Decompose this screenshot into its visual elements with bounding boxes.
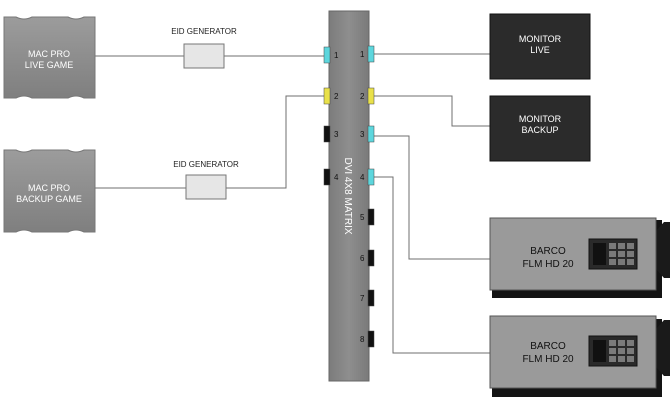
mac-pro-live-game: MAC PRO LIVE GAME bbox=[3, 16, 96, 99]
matrix-output-label-7: 7 bbox=[360, 294, 365, 303]
dvi-matrix-label: DVI 4X8 MATRIX bbox=[342, 157, 353, 234]
source-backup-line2: BACKUP GAME bbox=[16, 194, 82, 204]
dvi-matrix: DVI 4X8 MATRIX 1 2 3 4 1 2 3 4 5 6 7 8 bbox=[323, 10, 375, 382]
monitor-backup-line1: MONITOR bbox=[519, 114, 562, 124]
projector-2-control-panel-icon bbox=[588, 335, 638, 367]
projector-2-line2: FLM HD 20 bbox=[522, 354, 574, 365]
source-chassis-shape bbox=[3, 149, 96, 233]
matrix-output-port-7 bbox=[367, 289, 375, 307]
matrix-output-label-2: 2 bbox=[360, 92, 365, 101]
matrix-output-label-4: 4 bbox=[360, 173, 365, 182]
mac-pro-backup-game: MAC PRO BACKUP GAME bbox=[3, 149, 96, 233]
matrix-output-ports: 1 2 3 4 5 6 7 8 bbox=[360, 45, 375, 348]
matrix-input-ports: 1 2 3 4 bbox=[323, 46, 339, 186]
matrix-input-label-2: 2 bbox=[334, 92, 339, 101]
projector-1-line1: BARCO bbox=[530, 246, 566, 257]
matrix-output-port-1 bbox=[367, 45, 375, 63]
matrix-output-label-5: 5 bbox=[360, 213, 365, 222]
monitor-backup-line2: BACKUP bbox=[521, 125, 558, 135]
source-live-line1: MAC PRO bbox=[28, 49, 70, 59]
monitor-backup: MONITOR BACKUP bbox=[489, 95, 591, 162]
projector-2-line1: BARCO bbox=[530, 341, 566, 352]
projector-barco-1: BARCO FLM HD 20 bbox=[489, 217, 670, 298]
monitor-live-body bbox=[489, 13, 591, 80]
matrix-input-label-1: 1 bbox=[334, 51, 339, 60]
cable-out3-to-projector1 bbox=[373, 135, 490, 260]
eid-generator-top: EID GENERATOR bbox=[171, 27, 237, 69]
cable-out4-to-projector2 bbox=[373, 176, 490, 354]
eid-generator-top-box bbox=[183, 43, 225, 69]
cable-out2-to-monitor-backup bbox=[373, 95, 490, 127]
cables bbox=[95, 53, 490, 354]
eid-generator-bottom: EID GENERATOR bbox=[173, 160, 239, 200]
matrix-output-port-8 bbox=[367, 330, 375, 348]
matrix-output-port-4 bbox=[367, 168, 375, 186]
projector-2-lens bbox=[655, 320, 670, 376]
matrix-output-port-3 bbox=[367, 125, 375, 143]
projector-1-line2: FLM HD 20 bbox=[522, 259, 574, 270]
matrix-input-port-3 bbox=[323, 125, 331, 143]
source-live-line2: LIVE GAME bbox=[25, 60, 74, 70]
projector-barco-2: BARCO FLM HD 20 bbox=[489, 315, 670, 397]
matrix-output-label-6: 6 bbox=[360, 254, 365, 263]
matrix-output-label-3: 3 bbox=[360, 130, 365, 139]
monitor-live-line1: MONITOR bbox=[519, 34, 562, 44]
matrix-input-port-4 bbox=[323, 168, 331, 186]
matrix-input-label-3: 3 bbox=[334, 130, 339, 139]
monitor-backup-body bbox=[489, 95, 591, 162]
matrix-output-label-1: 1 bbox=[360, 50, 365, 59]
source-chassis-shape bbox=[3, 16, 96, 99]
matrix-output-port-6 bbox=[367, 249, 375, 267]
matrix-output-port-5 bbox=[367, 208, 375, 226]
eid-generator-bottom-label: EID GENERATOR bbox=[173, 160, 239, 169]
projector-1-control-panel-icon bbox=[588, 238, 638, 270]
source-backup-line1: MAC PRO bbox=[28, 183, 70, 193]
cable-eid2-to-matrix-in2 bbox=[226, 95, 325, 189]
eid-generator-bottom-box bbox=[185, 174, 227, 200]
dvi-matrix-body bbox=[328, 10, 370, 382]
matrix-output-port-2 bbox=[367, 87, 375, 105]
matrix-input-port-1 bbox=[323, 46, 331, 64]
matrix-input-port-2 bbox=[323, 87, 331, 105]
matrix-input-label-4: 4 bbox=[334, 173, 339, 182]
monitor-live-line2: LIVE bbox=[530, 45, 550, 55]
matrix-output-label-8: 8 bbox=[360, 335, 365, 344]
monitor-live: MONITOR LIVE bbox=[489, 13, 591, 80]
eid-generator-top-label: EID GENERATOR bbox=[171, 27, 237, 36]
projector-1-lens bbox=[655, 222, 670, 278]
